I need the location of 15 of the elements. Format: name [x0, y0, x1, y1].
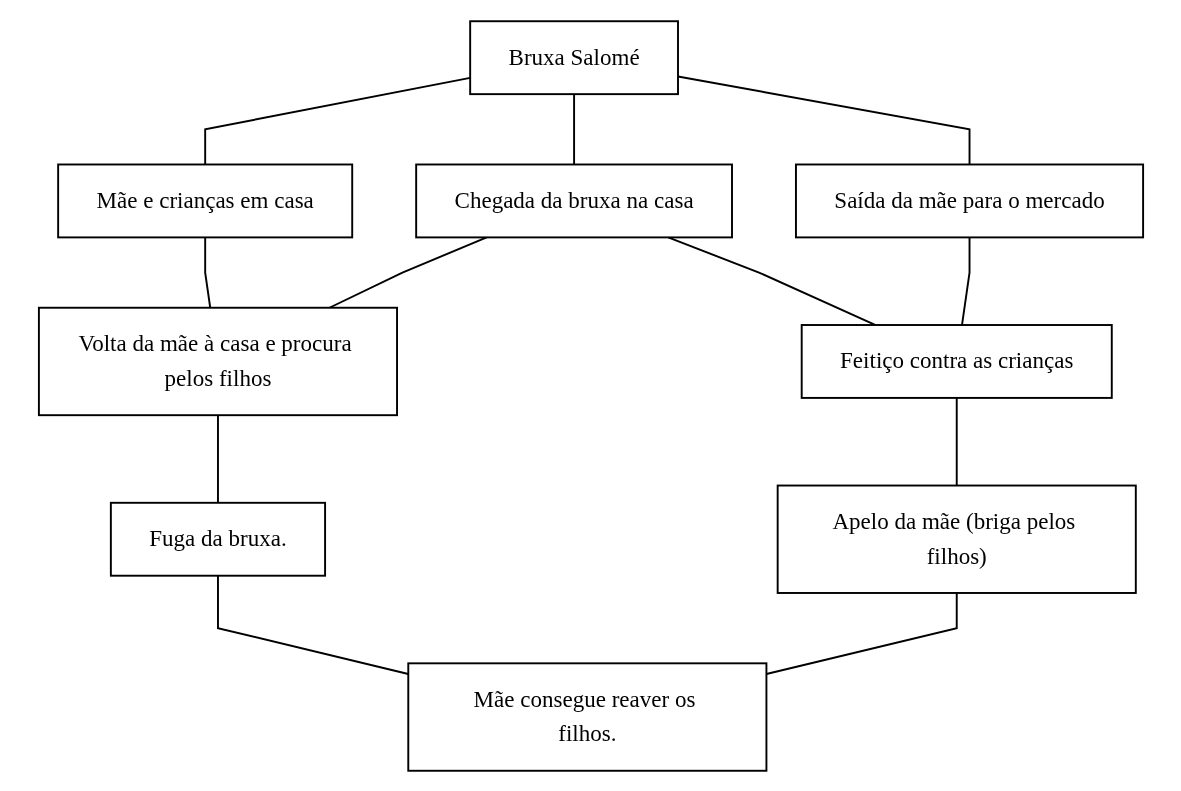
story-box: Volta da mãe à casa e procura pelos filhos [37, 306, 398, 416]
story-box: Fuga da bruxa. [109, 501, 326, 577]
connector-line [960, 235, 970, 326]
story-box: Mãe e crianças em casa [56, 163, 353, 238]
story-box: Saída da mãe para o mercado [794, 163, 1144, 238]
story-box: Feitiço contra as crianças [800, 323, 1113, 399]
story-box: Apelo da mãe (briga pelos filhos) [776, 484, 1137, 594]
connector-line [955, 396, 958, 486]
connector-line [216, 413, 219, 504]
story-box: Mãe consegue reaver os filhos. [406, 661, 767, 772]
connector-line [572, 92, 575, 165]
story-box: Chegada da bruxa na casa [414, 163, 733, 238]
connector-line [328, 235, 488, 309]
story-box: Bruxa Salomé [468, 19, 679, 95]
connector-line [203, 235, 211, 309]
